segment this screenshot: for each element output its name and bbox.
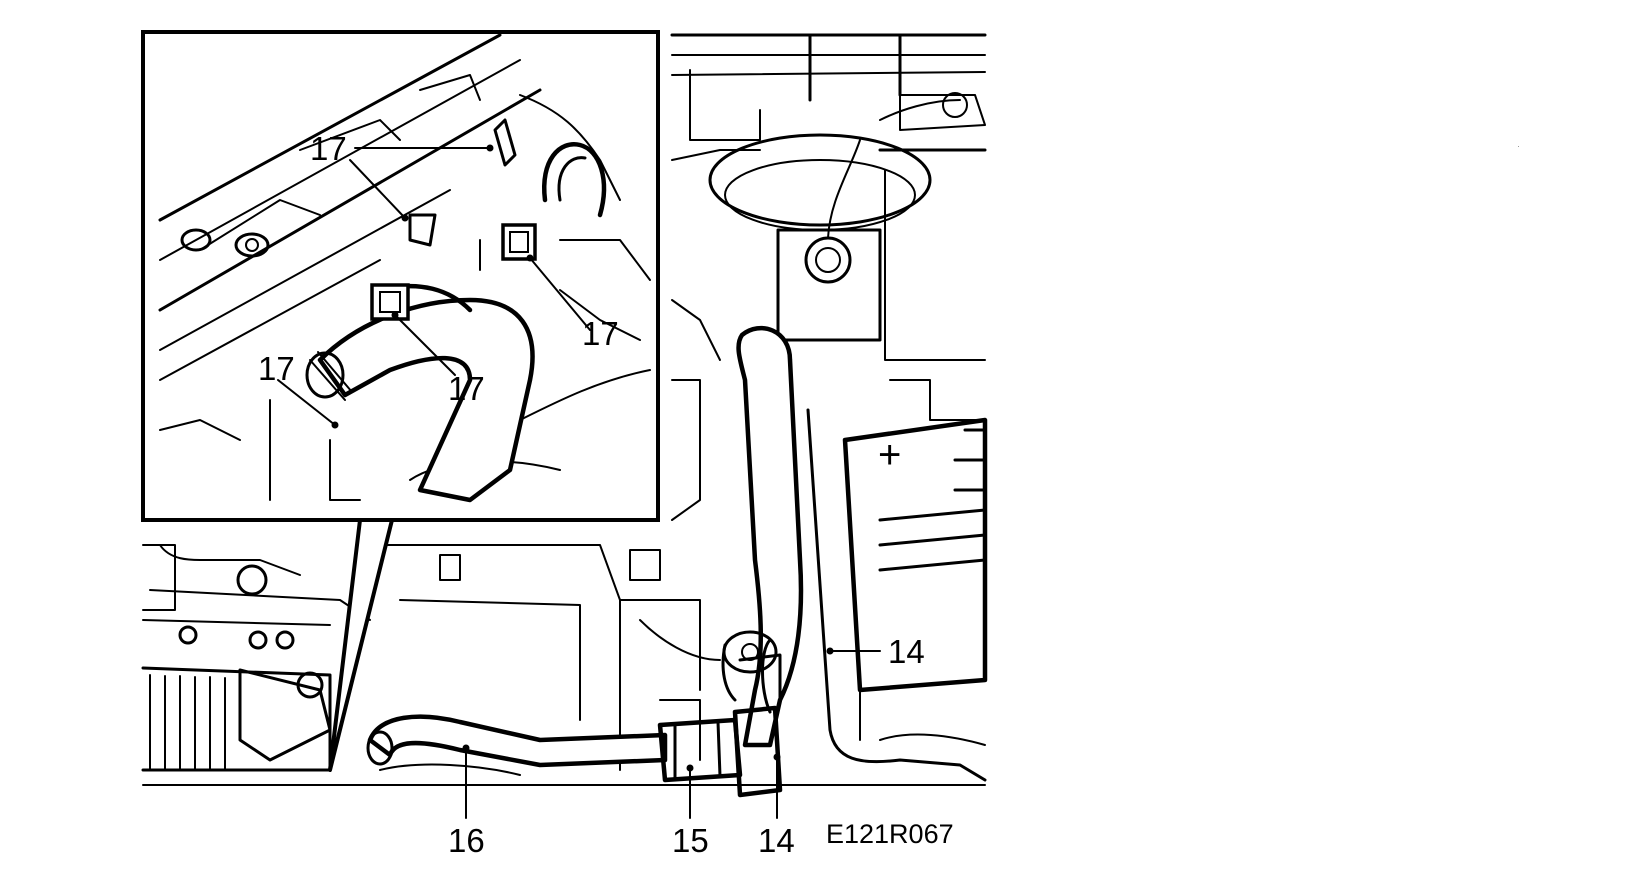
engine-bay-linework [141, 33, 988, 786]
inset-detail: 17 17 17 17 [141, 30, 660, 522]
speck [1518, 146, 1519, 147]
callout-16: 16 [448, 822, 485, 859]
callout-17-middle: 17 [448, 370, 485, 407]
figure-code: E121R067 [826, 819, 954, 849]
valve-15 [657, 630, 783, 798]
callout-15: 15 [672, 822, 709, 859]
main-callouts: 14 16 15 14 E121R067 [448, 633, 954, 859]
callout-17-top: 17 [310, 130, 347, 167]
callout-14-lower: 14 [758, 822, 795, 859]
battery-plus-icon: + [878, 433, 901, 477]
callout-14-upper: 14 [888, 633, 925, 670]
inset-pointer [328, 518, 394, 772]
callout-17-right: 17 [582, 315, 619, 352]
hose-16 [366, 714, 668, 768]
callout-17-left: 17 [258, 350, 295, 387]
intake-duct [141, 666, 332, 772]
